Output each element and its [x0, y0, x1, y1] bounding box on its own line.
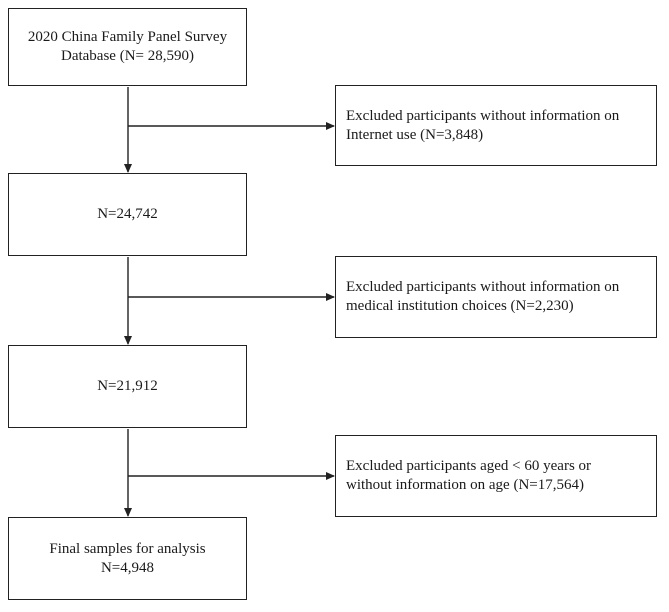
connector-3 [124, 429, 335, 517]
connector-2 [124, 257, 335, 345]
step-box-source-database: 2020 China Family Panel Survey Database … [8, 8, 247, 86]
exclusion-label: Excluded participants without informatio… [346, 107, 620, 143]
exclusion-box-medical-institution: Excluded participants without informatio… [335, 256, 657, 338]
step-box-after-internet-exclusion: N=24,742 [8, 173, 247, 256]
step-label: 2020 China Family Panel Survey Database … [27, 29, 228, 64]
connector-1 [124, 87, 335, 173]
step-label: Final samples for analysis N=4,948 [49, 540, 206, 576]
step-box-after-medical-exclusion: N=21,912 [8, 345, 247, 428]
exclusion-label: Excluded participants aged < 60 years or… [346, 458, 592, 493]
step-label: N=24,742 [97, 206, 158, 222]
exclusion-box-internet-use: Excluded participants without informatio… [335, 85, 657, 166]
step-label: N=21,912 [97, 378, 158, 394]
exclusion-label: Excluded participants without informatio… [346, 279, 620, 314]
exclusion-box-age: Excluded participants aged < 60 years or… [335, 435, 657, 517]
step-box-final-sample: Final samples for analysis N=4,948 [8, 517, 247, 600]
